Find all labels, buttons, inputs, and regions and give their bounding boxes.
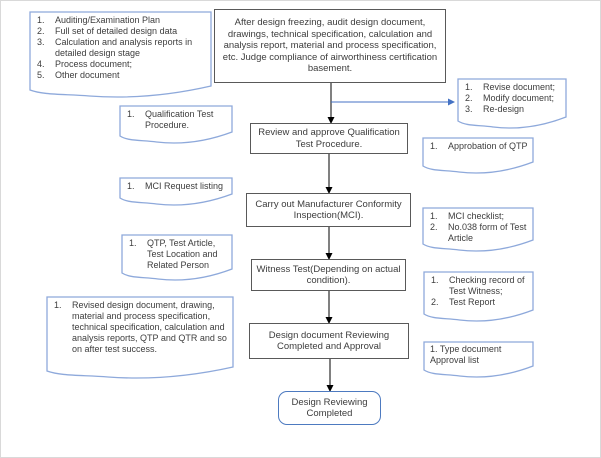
document-shape-outline (422, 207, 534, 252)
list-item: 1.Qualification Test Procedure. (127, 109, 214, 130)
document-shape-outline (423, 271, 534, 322)
list-item: 1.Checking record of Test Witness; (431, 275, 525, 296)
document-shape-outline (422, 137, 534, 174)
doc-type-document-approval-list-label: 1. Type document Approval list (430, 344, 502, 365)
doc-mci-request-listing-list: 1.MCI Request listing (119, 177, 233, 192)
doc-qtp-test-article: 1.QTP, Test Article, Test Location and R… (121, 234, 233, 282)
list-item: 1.Auditing/Examination Plan (37, 15, 161, 25)
doc-approbation-of-qtp-list: 1.Approbation of QTP (422, 137, 534, 152)
doc-mci-request-listing: 1.MCI Request listing (119, 177, 233, 207)
list-item: 1.QTP, Test Article, Test Location and R… (129, 238, 218, 270)
process-witness-test: Witness Test(Depending on actual conditi… (251, 259, 406, 291)
doc-mci-checklist: 1.MCI checklist;2.No.038 form of Test Ar… (422, 207, 534, 253)
list-item: 1.MCI checklist; (430, 211, 505, 221)
doc-qtp-test-article-list: 1.QTP, Test Article, Test Location and R… (121, 234, 233, 271)
doc-revise-outputs-list: 1.Revise document;2.Modify document;3.Re… (457, 78, 567, 115)
list-item: 2.No.038 form of Test Article (430, 222, 527, 243)
list-item: 1.Revised design document, drawing, mate… (54, 300, 227, 354)
doc-qualification-test-procedure: 1.Qualification Test Procedure. (119, 105, 233, 145)
process-carry-out-mci: Carry out Manufacturer Conformity Inspec… (246, 193, 411, 227)
process-audit-design-documents-label: After design freezing, audit design docu… (222, 17, 438, 75)
document-shape-outline (423, 341, 534, 378)
list-item: 2.Test Report (431, 297, 496, 307)
process-witness-test-label: Witness Test(Depending on actual conditi… (256, 263, 401, 287)
process-reviewing-completed-approval: Design document Reviewing Completed and … (249, 323, 409, 359)
list-item: 1.Revise document; (465, 82, 556, 92)
document-shape-outline (119, 105, 233, 144)
process-reviewing-completed-approval-label: Design document Reviewing Completed and … (268, 329, 390, 353)
document-shape-outline (121, 234, 233, 281)
list-item: 3.Re-design (465, 104, 525, 114)
doc-qualification-test-procedure-list: 1.Qualification Test Procedure. (119, 105, 233, 131)
doc-type-document-approval-list: 1. Type document Approval list (423, 341, 534, 379)
doc-checking-record: 1.Checking record of Test Witness;2.Test… (423, 271, 534, 323)
list-item: 1.Approbation of QTP (430, 141, 528, 151)
terminator-design-reviewing-completed: Design Reviewing Completed (278, 391, 381, 425)
doc-revise-outputs: 1.Revise document;2.Modify document;3.Re… (457, 78, 567, 130)
doc-revised-design-documents: 1.Revised design document, drawing, mate… (46, 296, 234, 380)
process-carry-out-mci-label: Carry out Manufacturer Conformity Inspec… (255, 198, 402, 222)
list-item: 1.MCI Request listing (127, 181, 224, 191)
process-audit-design-documents: After design freezing, audit design docu… (214, 9, 446, 83)
terminator-design-reviewing-completed-label: Design Reviewing Completed (291, 396, 368, 420)
doc-approbation-of-qtp: 1.Approbation of QTP (422, 137, 534, 175)
document-shape-outline (29, 11, 212, 98)
process-review-approve-qtp: Review and approve Qualification Test Pr… (250, 123, 408, 154)
doc-mci-checklist-list: 1.MCI checklist;2.No.038 form of Test Ar… (422, 207, 534, 244)
list-item: 5.Other document (37, 70, 120, 80)
doc-revised-design-documents-list: 1.Revised design document, drawing, mate… (46, 296, 234, 355)
list-item: 4.Process document; (37, 59, 133, 69)
process-review-approve-qtp-label: Review and approve Qualification Test Pr… (258, 127, 400, 150)
doc-checking-record-list: 1.Checking record of Test Witness;2.Test… (423, 271, 534, 308)
document-shape-outline (457, 78, 567, 129)
document-shape-outline (46, 296, 234, 379)
document-shape-outline (119, 177, 233, 206)
list-item: 3.Calculation and analysis reports in de… (37, 37, 193, 58)
list-item: 2.Full set of detailed design data (37, 26, 178, 36)
list-item: 2.Modify document; (465, 93, 555, 103)
